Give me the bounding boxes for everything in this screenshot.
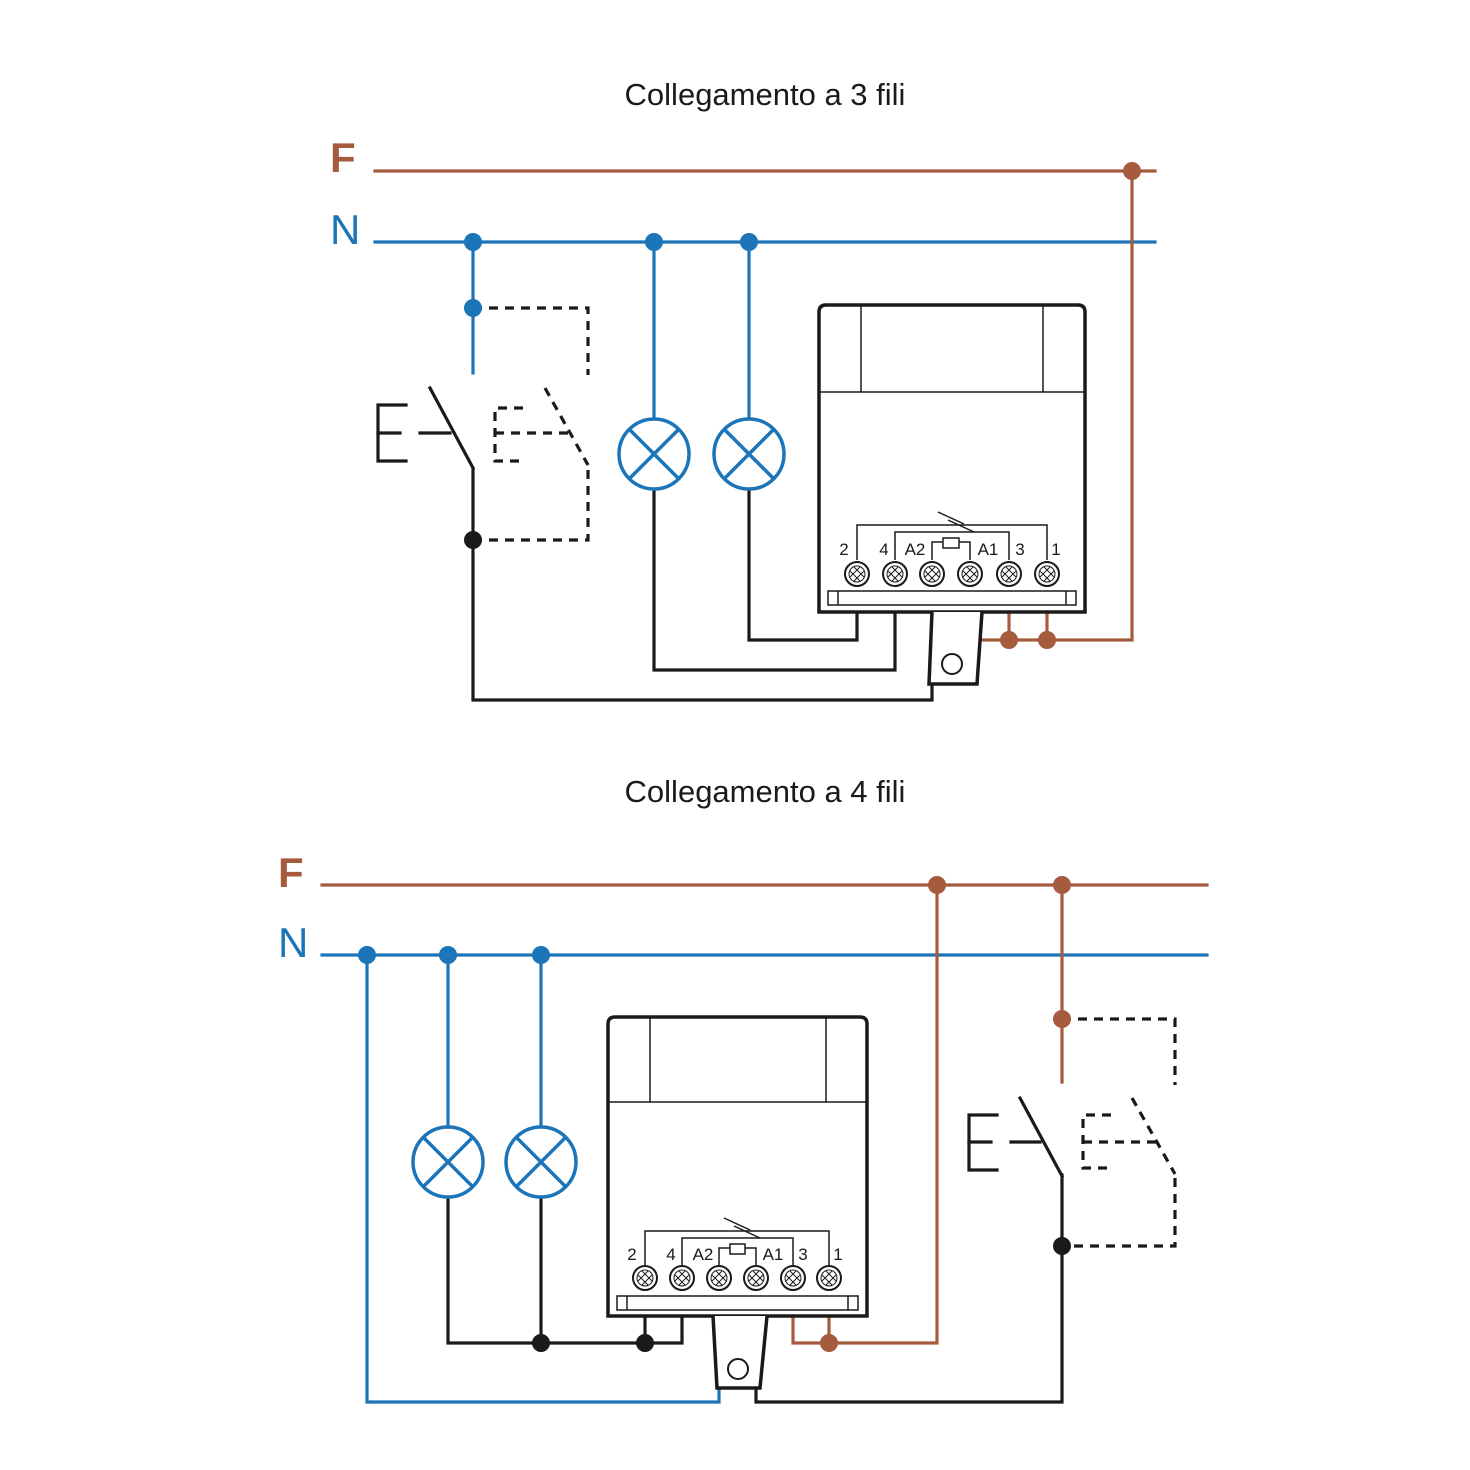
terminal-label: 3 [798,1245,807,1264]
terminal-label: 3 [1015,540,1024,559]
lamp-icon [504,1125,578,1199]
neutral-bus-label: N [278,919,308,966]
lamp-icon [617,417,691,491]
lamp-1-wire [652,488,897,672]
terminal-label: 4 [666,1245,675,1264]
phase-wire [791,883,939,1345]
lamp-load-wire [446,1196,684,1345]
phase-bus-label: F [330,134,356,181]
terminal-label: A2 [693,1245,714,1264]
lamp-icon [411,1125,485,1199]
neutral-bus-label: N [330,206,360,253]
terminal-label: A1 [978,540,999,559]
lamp-icon [712,417,786,491]
junction-dots [464,162,1141,649]
diagram-4-wire: Collegamento a 4 fili F N [278,774,1209,1404]
parallel-pushbutton-dashed [473,306,590,542]
relay-device: 2 4 A2 A1 3 1 [606,1015,869,1390]
terminal-label: 2 [627,1245,636,1264]
terminal-label: 2 [839,540,848,559]
terminal-label: A1 [763,1245,784,1264]
parallel-pushbutton-dashed [1062,1017,1177,1248]
terminal-label: 4 [879,540,888,559]
terminal-label: 1 [833,1245,842,1264]
terminal-labels: 2 4 A2 A1 3 1 [627,1245,842,1264]
lamp-2-wire [747,488,859,642]
pushbutton-symbol [967,1095,1065,1179]
diagram-3-wire: Collegamento a 3 fili F N [330,77,1157,702]
pushbutton-symbol [376,385,476,471]
diagram-title: Collegamento a 3 fili [625,77,906,112]
diagram-title: Collegamento a 4 fili [625,774,906,809]
terminal-labels: 2 4 A2 A1 3 1 [839,540,1060,559]
phase-bus-label: F [278,849,304,896]
terminal-label: 1 [1051,540,1060,559]
relay-device: 2 4 A2 A1 3 1 [817,303,1087,686]
junction-dots [358,876,1071,1352]
terminal-label: A2 [905,540,926,559]
